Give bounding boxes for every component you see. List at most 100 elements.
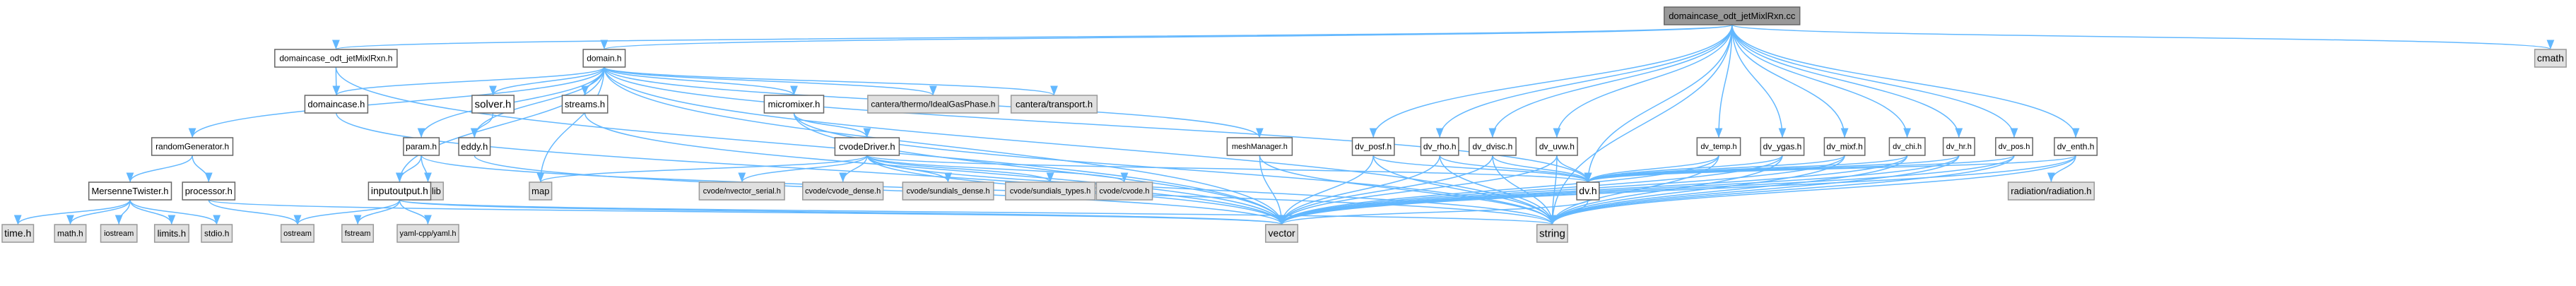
node-box xyxy=(151,137,234,156)
edge-cvodedriver_h-to-sundials_types_h xyxy=(866,155,1054,183)
node-fstream: fstream xyxy=(341,224,375,243)
node-dv-dvisc-h[interactable]: dv_dvisc.h xyxy=(1469,137,1517,156)
edge-root-to-cmath xyxy=(1731,24,2554,50)
node-label: dv_temp.h xyxy=(1700,143,1736,151)
edge-dv_pos_h-to-string xyxy=(1548,155,2015,225)
edge-cvodedriver_h-to-string xyxy=(866,155,1556,225)
node-box xyxy=(1351,137,1395,156)
edge-root-to-dv_ygas_h xyxy=(1731,24,1787,138)
node-eddy-h[interactable]: eddy.h xyxy=(458,137,491,156)
edge-root-to-dv_dvisc_h xyxy=(1488,24,1733,138)
node-box xyxy=(1,224,35,243)
node-dv-uvw-h[interactable]: dv_uvw.h xyxy=(1535,137,1578,156)
node-yaml-h: yaml-cpp/yaml.h xyxy=(396,224,459,243)
edge-mersenne_h-to-limits_h xyxy=(129,199,176,225)
edge-dojmr_h-to-vector xyxy=(335,66,1286,225)
edge-mersenne_h-to-stdio_h xyxy=(129,199,221,225)
node-dojmr-h[interactable]: domaincase_odt_jetMixlRxn.h xyxy=(274,49,398,68)
edge-dv_dvisc_h-to-vector xyxy=(1278,155,1493,225)
node-iostream: iostream xyxy=(100,224,138,243)
node-dv-temp-h[interactable]: dv_temp.h xyxy=(1696,137,1741,156)
node-cvode-dense-h: cvode/cvode_dense.h xyxy=(802,181,884,201)
edge-mersenne_h-to-math_h xyxy=(66,199,131,225)
edge-inputoutput_h-to-string xyxy=(399,199,1555,225)
edge-dv_rho_h-to-dv_h xyxy=(1439,155,1592,183)
node-mersenne-h[interactable]: MersenneTwister.h xyxy=(88,181,172,201)
node-label: cmath xyxy=(2537,52,2564,64)
node-box xyxy=(698,181,785,201)
edge-micromixer_h-to-string xyxy=(793,112,1556,225)
edge-dv_posf_h-to-string xyxy=(1372,155,1556,225)
edge-randomgen_h-to-processor_h xyxy=(192,155,213,183)
node-domaincase-h[interactable]: domaincase.h xyxy=(304,95,369,114)
node-label: string xyxy=(1539,227,1565,239)
node-box xyxy=(902,181,994,201)
node-randomgen-h[interactable]: randomGenerator.h xyxy=(151,137,234,156)
node-meshmanager-h[interactable]: meshManager.h xyxy=(1226,137,1293,156)
node-radiation-h: radiation/radiation.h xyxy=(2007,181,2095,201)
edge-dv_h-to-vector xyxy=(1278,199,1589,225)
edge-solver_h-to-eddy_h xyxy=(470,112,494,138)
node-label: cvodeDriver.h xyxy=(839,141,895,152)
node-box xyxy=(582,49,626,68)
edge-param_h-to-inputoutput_h xyxy=(396,155,422,183)
edge-root-to-dv_h xyxy=(1584,24,1733,183)
node-box xyxy=(529,181,553,201)
node-label: cvode/sundials_dense.h xyxy=(907,187,990,196)
node-ostream: ostream xyxy=(280,224,314,243)
node-label: stdio.h xyxy=(204,229,229,239)
node-streams-h[interactable]: streams.h xyxy=(561,95,608,114)
node-inputoutput-h[interactable]: inputoutput.h xyxy=(367,181,432,201)
node-root[interactable]: domaincase_odt_jetMixlRxn.cc xyxy=(1664,6,1801,25)
node-processor-h[interactable]: processor.h xyxy=(182,181,236,201)
node-cvode-h: cvode/cvode.h xyxy=(1095,181,1153,201)
node-param-h[interactable]: param.h xyxy=(403,137,440,156)
node-box xyxy=(867,95,999,114)
edge-domain_h-to-domaincase_h xyxy=(332,66,605,96)
node-math-h: math.h xyxy=(54,224,87,243)
edge-dv_hr_h-to-vector xyxy=(1278,155,1960,225)
node-vector: vector xyxy=(1265,224,1299,243)
node-domain-h[interactable]: domain.h xyxy=(582,49,626,68)
edge-processor_h-to-vector xyxy=(208,199,1285,225)
node-dv-posf-h[interactable]: dv_posf.h xyxy=(1351,137,1395,156)
node-dv-h[interactable]: dv.h xyxy=(1576,181,1600,201)
node-box xyxy=(100,224,138,243)
node-box xyxy=(763,95,825,114)
edge-domain_h-to-solver_h xyxy=(489,66,605,96)
node-label: solver.h xyxy=(475,98,512,110)
node-box xyxy=(182,181,236,201)
node-cvodedriver-h[interactable]: cvodeDriver.h xyxy=(834,137,900,156)
node-box xyxy=(1760,137,1805,156)
edge-cvodedriver_h-to-map xyxy=(536,155,868,183)
node-micromixer-h[interactable]: micromixer.h xyxy=(763,95,825,114)
node-label: domain.h xyxy=(587,54,621,64)
node-label: dv_enth.h xyxy=(2057,142,2095,152)
node-string: string xyxy=(1536,224,1568,243)
node-limits-h: limits.h xyxy=(153,224,189,243)
node-solver-h[interactable]: solver.h xyxy=(471,95,515,114)
node-label: dv_ygas.h xyxy=(1763,142,1802,152)
node-dv-rho-h[interactable]: dv_rho.h xyxy=(1420,137,1459,156)
node-stdio-h: stdio.h xyxy=(201,224,233,243)
edge-inputoutput_h-to-ostream xyxy=(293,199,401,225)
edge-inputoutput_h-to-fstream xyxy=(353,199,401,225)
node-dv-chi-h[interactable]: dv_chi.h xyxy=(1888,137,1926,156)
node-box xyxy=(1095,181,1153,201)
node-dv-enth-h[interactable]: dv_enth.h xyxy=(2054,137,2098,156)
node-label: domaincase_odt_jetMixlRxn.cc xyxy=(1669,11,1796,21)
node-dv-pos-h[interactable]: dv_pos.h xyxy=(1995,137,2033,156)
node-label: ostream xyxy=(283,230,312,238)
edge-dv_rho_h-to-vector xyxy=(1278,155,1440,225)
edge-domain_h-to-micromixer_h xyxy=(604,66,798,96)
node-label: yaml-cpp/yaml.h xyxy=(399,230,456,238)
edge-dv_h-to-string xyxy=(1548,199,1589,225)
edge-micromixer_h-to-cvodedriver_h xyxy=(793,112,871,138)
node-dv-hr-h[interactable]: dv_hr.h xyxy=(1942,137,1975,156)
node-label: dv_pos.h xyxy=(1999,143,2030,151)
node-box xyxy=(471,95,515,114)
node-dv-mixf-h[interactable]: dv_mixf.h xyxy=(1823,137,1866,156)
node-cmath: cmath xyxy=(2534,49,2567,68)
node-box xyxy=(274,49,398,68)
node-dv-ygas-h[interactable]: dv_ygas.h xyxy=(1760,137,1805,156)
